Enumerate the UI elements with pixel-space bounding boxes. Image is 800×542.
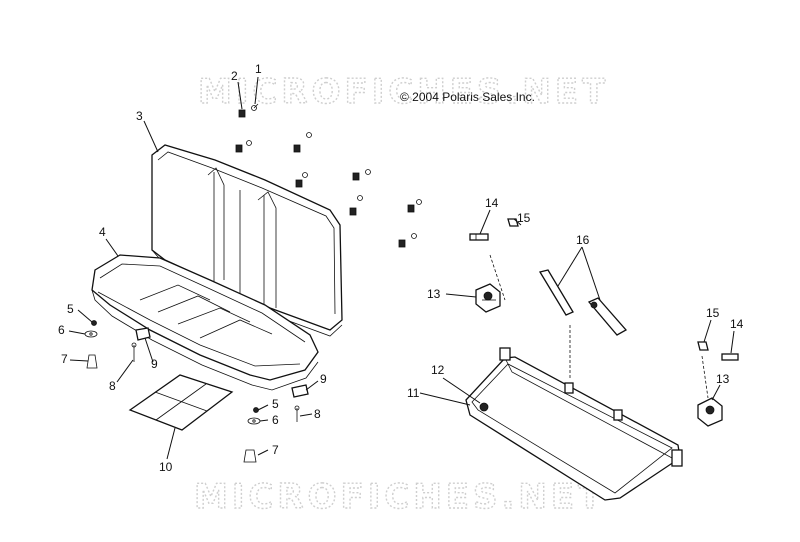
callout-8-left: 8 bbox=[109, 379, 116, 393]
callout-1: 1 bbox=[255, 62, 262, 76]
watermark-top: MICROFICHES.NET bbox=[198, 72, 609, 112]
callout-13-right: 13 bbox=[716, 372, 730, 386]
callout-15-upper: 15 bbox=[517, 211, 531, 225]
callout-10: 10 bbox=[159, 460, 173, 474]
callout-3: 3 bbox=[136, 109, 143, 123]
callout-7-left: 7 bbox=[61, 352, 68, 366]
callout-11: 11 bbox=[407, 386, 420, 400]
callout-6-center: 6 bbox=[272, 413, 279, 427]
callout-16: 16 bbox=[576, 233, 590, 247]
callout-4: 4 bbox=[99, 225, 106, 239]
seat-cushion bbox=[91, 254, 319, 391]
mount-bracket-upper bbox=[475, 283, 501, 313]
callout-9-center: 9 bbox=[320, 372, 327, 386]
callout-13-upper: 13 bbox=[427, 287, 441, 301]
callout-9-left: 9 bbox=[151, 357, 158, 371]
callout-5-left: 5 bbox=[67, 302, 74, 316]
callout-2: 2 bbox=[231, 69, 238, 83]
leader-lines bbox=[68, 76, 735, 460]
callout-5-center: 5 bbox=[272, 397, 279, 411]
callout-14-upper: 14 bbox=[485, 196, 499, 210]
callout-8-center: 8 bbox=[314, 407, 321, 421]
right-hardware bbox=[697, 341, 739, 427]
callout-6-left: 6 bbox=[58, 323, 65, 337]
bolt-nut-upper bbox=[469, 218, 519, 241]
callout-12: 12 bbox=[431, 363, 445, 377]
seat-frame bbox=[465, 347, 683, 501]
callout-7-center: 7 bbox=[272, 443, 279, 457]
straps bbox=[538, 269, 628, 336]
callout-14-right: 14 bbox=[730, 317, 744, 331]
watermark-bottom: MICROFICHES.NET bbox=[194, 477, 605, 517]
callout-15-right: 15 bbox=[706, 306, 720, 320]
seat-back-fasteners bbox=[235, 103, 422, 248]
left-hardware bbox=[84, 320, 151, 369]
callout-labels: 1 2 3 4 5 6 7 8 9 9 5 6 8 7 10 14 15 16 … bbox=[58, 62, 744, 474]
seat-pad bbox=[128, 374, 234, 431]
copyright-text: © 2004 Polaris Sales Inc. bbox=[400, 90, 535, 104]
